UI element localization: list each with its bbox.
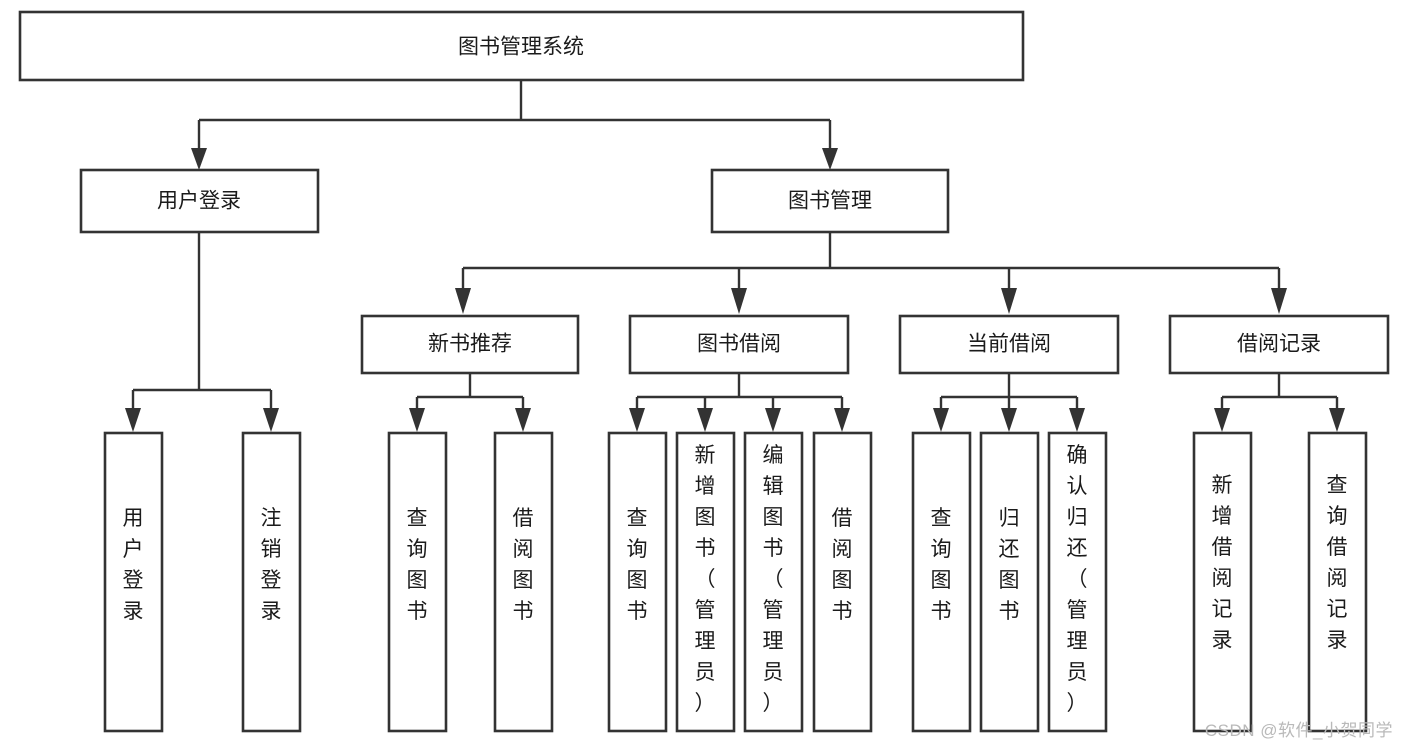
- node-leaf-add-record[interactable]: 新增借阅记录: [1192, 431, 1253, 733]
- arrow-head-leaf-logout-login: [263, 408, 279, 432]
- node-leaf-edit-book-box[interactable]: [743, 431, 804, 733]
- node-book-borrow-label: 图书借阅: [697, 333, 781, 356]
- connector-group-borrowrecord: [1214, 373, 1345, 432]
- node-leaf-query-book-3-box[interactable]: [911, 431, 972, 733]
- connector-group-userlogin: [125, 232, 279, 432]
- node-root-label: 图书管理系统: [458, 36, 584, 59]
- connector-group-root: [191, 80, 838, 170]
- node-user-login-label: 用户登录: [157, 190, 241, 213]
- arrow-head-bookmanage: [822, 148, 838, 170]
- node-leaf-confirm-return-label: 确认归还（管理员）: [1067, 444, 1088, 715]
- node-leaf-query-book-1-box[interactable]: [387, 431, 448, 733]
- node-current-borrow-box[interactable]: [898, 314, 1120, 375]
- arrow-head-leaf-add-book: [697, 408, 713, 432]
- connector-group-currentborrow: [933, 373, 1085, 432]
- node-leaf-query-record-box[interactable]: [1307, 431, 1368, 733]
- arrow-head-leaf-borrow-book-1: [515, 408, 531, 432]
- node-leaf-edit-book-label: 编辑图书（管理员）: [763, 444, 784, 715]
- node-leaf-add-record-label: 新增借阅记录: [1212, 474, 1233, 652]
- node-leaf-query-record-label: 查询借阅记录: [1327, 474, 1348, 652]
- node-leaf-edit-book[interactable]: 编辑图书（管理员）: [743, 431, 804, 733]
- node-leaf-confirm-return-box[interactable]: [1047, 431, 1108, 733]
- arrow-head-currentborrow: [1001, 288, 1017, 314]
- node-leaf-query-book-3[interactable]: 查询图书: [911, 431, 972, 733]
- node-new-book-rec-box[interactable]: [360, 314, 580, 375]
- node-leaf-borrow-book-2-label: 借阅图书: [832, 507, 853, 623]
- node-book-manage[interactable]: 图书管理: [710, 168, 950, 234]
- arrow-head-leaf-borrow-book-2: [834, 408, 850, 432]
- node-leaf-add-book-box[interactable]: [675, 431, 736, 733]
- connector-group-bookborrow: [629, 373, 850, 432]
- node-book-manage-label: 图书管理: [788, 190, 872, 213]
- node-borrow-record-label: 借阅记录: [1237, 333, 1321, 356]
- arrow-head-leaf-user-login: [125, 408, 141, 432]
- node-leaf-borrow-book-2-box[interactable]: [812, 431, 873, 733]
- node-leaf-logout-login-label: 注销登录: [261, 507, 282, 623]
- csdn-watermark: CSDN @软件_小贺同学: [1204, 721, 1393, 740]
- connector-group-bookmanage: [455, 232, 1287, 314]
- arrow-head-leaf-query-record: [1329, 408, 1345, 432]
- node-leaf-borrow-book-1-box[interactable]: [493, 431, 554, 733]
- arrow-head-userlogin: [191, 148, 207, 170]
- node-user-login[interactable]: 用户登录: [79, 168, 320, 234]
- arrow-head-leaf-edit-book: [765, 408, 781, 432]
- node-book-borrow[interactable]: 图书借阅: [628, 314, 850, 375]
- node-leaf-add-record-box[interactable]: [1192, 431, 1253, 733]
- node-leaf-return-book[interactable]: 归还图书: [979, 431, 1040, 733]
- node-book-borrow-box[interactable]: [628, 314, 850, 375]
- arrow-head-leaf-query-book-1: [409, 408, 425, 432]
- node-leaf-query-book-1-label: 查询图书: [407, 507, 428, 623]
- arrow-head-leaf-add-record: [1214, 408, 1230, 432]
- node-leaf-return-book-label: 归还图书: [999, 507, 1020, 623]
- node-leaf-user-login-box[interactable]: [103, 431, 164, 733]
- node-root-box[interactable]: [18, 10, 1025, 82]
- node-leaf-query-book-3-label: 查询图书: [931, 507, 952, 623]
- arrow-head-leaf-query-book-2: [629, 408, 645, 432]
- node-leaf-query-book-1[interactable]: 查询图书: [387, 431, 448, 733]
- node-leaf-confirm-return[interactable]: 确认归还（管理员）: [1047, 431, 1108, 733]
- node-leaf-logout-login-box[interactable]: [241, 431, 302, 733]
- arrow-head-leaf-query-book-3: [933, 408, 949, 432]
- node-current-borrow[interactable]: 当前借阅: [898, 314, 1120, 375]
- node-leaf-logout-login[interactable]: 注销登录: [241, 431, 302, 733]
- arrow-head-bookborrow: [731, 288, 747, 314]
- connector-group-newbookrec: [409, 373, 531, 432]
- node-leaf-user-login-label: 用户登录: [123, 507, 144, 623]
- node-leaf-borrow-book-1[interactable]: 借阅图书: [493, 431, 554, 733]
- node-user-login-box[interactable]: [79, 168, 320, 234]
- node-borrow-record[interactable]: 借阅记录: [1168, 314, 1390, 375]
- node-new-book-rec[interactable]: 新书推荐: [360, 314, 580, 375]
- node-leaf-add-book[interactable]: 新增图书（管理员）: [675, 431, 736, 733]
- arrow-head-borrowrecord: [1271, 288, 1287, 314]
- node-leaf-add-book-label: 新增图书（管理员）: [695, 444, 716, 715]
- node-leaf-query-book-2[interactable]: 查询图书: [607, 431, 668, 733]
- node-leaf-borrow-book-2[interactable]: 借阅图书: [812, 431, 873, 733]
- node-leaf-borrow-book-1-label: 借阅图书: [513, 507, 534, 623]
- node-leaf-query-record[interactable]: 查询借阅记录: [1307, 431, 1368, 733]
- node-borrow-record-box[interactable]: [1168, 314, 1390, 375]
- node-leaf-query-book-2-box[interactable]: [607, 431, 668, 733]
- node-leaf-query-book-2-label: 查询图书: [627, 507, 648, 623]
- node-leaf-user-login[interactable]: 用户登录: [103, 431, 164, 733]
- node-root[interactable]: 图书管理系统: [18, 10, 1025, 82]
- arrow-head-leaf-return-book: [1001, 408, 1017, 432]
- arrow-head-leaf-confirm-return: [1069, 408, 1085, 432]
- arrow-head-newbookrec: [455, 288, 471, 314]
- node-book-manage-box[interactable]: [710, 168, 950, 234]
- node-leaf-return-book-box[interactable]: [979, 431, 1040, 733]
- node-current-borrow-label: 当前借阅: [967, 333, 1051, 356]
- node-new-book-rec-label: 新书推荐: [428, 333, 512, 356]
